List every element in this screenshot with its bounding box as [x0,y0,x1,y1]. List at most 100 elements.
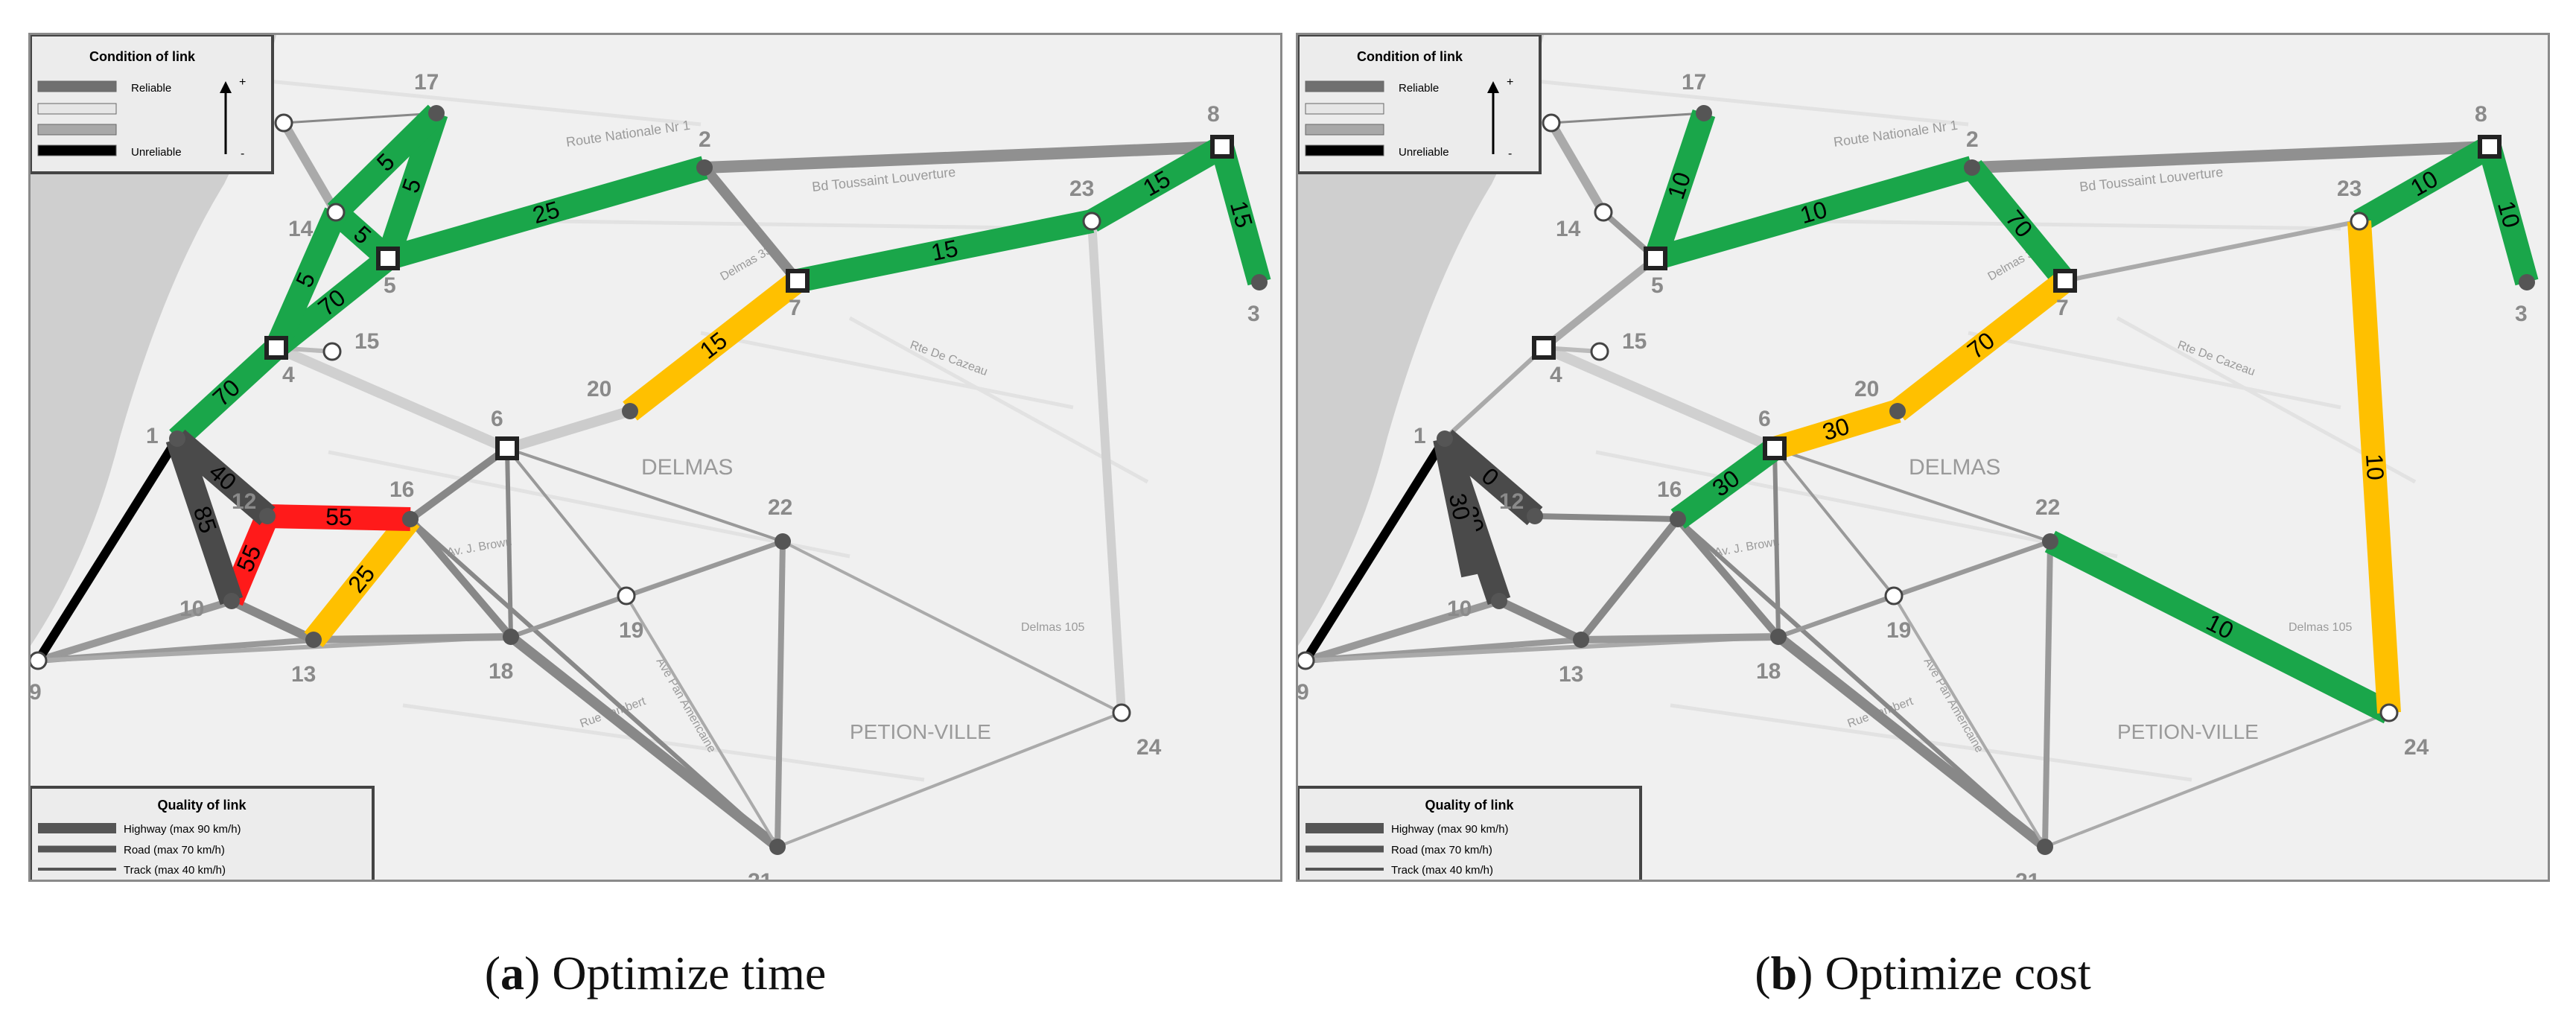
link-9-1 [1301,436,1449,664]
node-18: 18 [489,629,519,684]
node-23: 23 [1069,177,1101,231]
link-9-10 [36,597,233,664]
map-label-delmas: DELMAS [641,455,733,480]
route-23-24: 10 [2347,220,2401,714]
node-square-icon [2478,135,2502,159]
link-6-22 [506,447,783,543]
link-9-10 [1304,597,1501,664]
node-label: 2 [1966,127,1979,152]
route-bar [1771,399,1901,460]
legend-plus: + [1507,76,1513,89]
legend-condition-swatch [37,80,117,92]
node-dark-icon [402,511,419,527]
legend-condition-swatch [1305,144,1384,156]
node-label: 24 [2404,735,2429,760]
street-line [551,219,1074,231]
link-16-18 [407,516,514,640]
node-2: 2 [1964,127,1980,176]
link-18-22 [1778,539,2051,639]
node-open-icon [617,586,636,606]
route-1-10b: 30 [1433,436,1485,578]
link-21-24 [2044,711,2390,848]
node-label: 3 [1247,302,1260,326]
link-10-13 [229,597,316,644]
node-dark-icon [622,403,638,419]
route-14-17: 5 [327,104,445,221]
link-22-24 [782,540,1122,714]
link-18-21 [1775,632,2049,851]
route-bar [1086,136,1228,232]
link-2-8 [704,141,1223,174]
street-line [253,77,702,127]
node-5: 5 [1644,247,1667,298]
route-value: 15 [929,235,960,266]
route-bar [267,504,411,531]
link-13-18 [1580,633,1779,643]
legend-minus: - [241,147,244,160]
node-open-icon [1298,651,1315,670]
legend-condition-title: Condition of link [89,49,196,64]
street-line [328,450,850,559]
node-8: 8 [1207,102,1234,159]
link-11-17 [283,112,437,124]
link-2-8 [1971,141,2490,174]
node-label: 17 [1682,70,1706,95]
link-13-18 [313,633,512,643]
node-20: 20 [1854,377,1906,419]
legend-quality-item: Road (max 70 km/h) [1391,844,1492,857]
link-12-16 [1534,513,1679,522]
node-15: 15 [322,329,379,361]
legend-quality-title: Quality of link [157,798,247,813]
route-bar [1644,109,1716,263]
node-label: 18 [489,659,513,684]
node-dark-icon [696,159,713,176]
node-label: 24 [1136,735,1162,760]
node-16: 16 [389,477,419,527]
link-7-23 [2064,219,2360,283]
node-label: 9 [1298,680,1309,705]
node-label: 2 [699,127,711,152]
node-4: 4 [264,336,295,387]
route-12-16: 55 [267,503,411,531]
node-17: 17 [414,70,445,121]
caption-a: (a) Optimize time [484,947,827,1000]
legend-arrowhead-icon [1487,81,1499,93]
node-label: 5 [384,273,396,298]
node-22: 22 [768,495,792,550]
node-7: 7 [2053,269,2077,320]
node-square-icon [1644,247,1667,270]
legend-condition-swatch [1305,80,1384,92]
legend-quality-item: Road (max 70 km/h) [124,844,225,857]
route-value: 55 [325,503,352,531]
node-9: 9 [31,651,48,705]
legend-condition-swatch [37,103,117,115]
node-21: 21 [2015,839,2053,880]
node-dark-icon [1964,159,1980,176]
node-label: 18 [1756,659,1781,684]
link-23-24 [1087,220,1126,714]
node-label: 23 [1069,177,1094,201]
node-label: 4 [282,363,295,387]
route-bar [795,209,1095,293]
node-square-icon [264,336,288,360]
node-18: 18 [1756,629,1787,684]
link-6-19 [1773,447,1895,597]
node-label: 10 [1447,597,1472,621]
node-dark-icon [1437,430,1453,447]
route-bar [2347,220,2401,714]
route-4-1: 70 [169,339,284,448]
node-label: 1 [1413,424,1426,448]
node-dark-icon [769,839,786,855]
node-16: 16 [1657,477,1686,527]
node-dark-icon [1573,632,1589,648]
node-dark-icon [1527,508,1543,524]
route-value: 30 [1444,491,1475,522]
node-square-icon [495,436,519,460]
link-4-6 [1542,343,1777,454]
route-bar [1210,143,1271,286]
route-14-4: 5 [265,207,347,353]
map-label-petion_ville: PETION-VILLE [850,720,991,743]
node-24: 24 [1112,703,1162,760]
